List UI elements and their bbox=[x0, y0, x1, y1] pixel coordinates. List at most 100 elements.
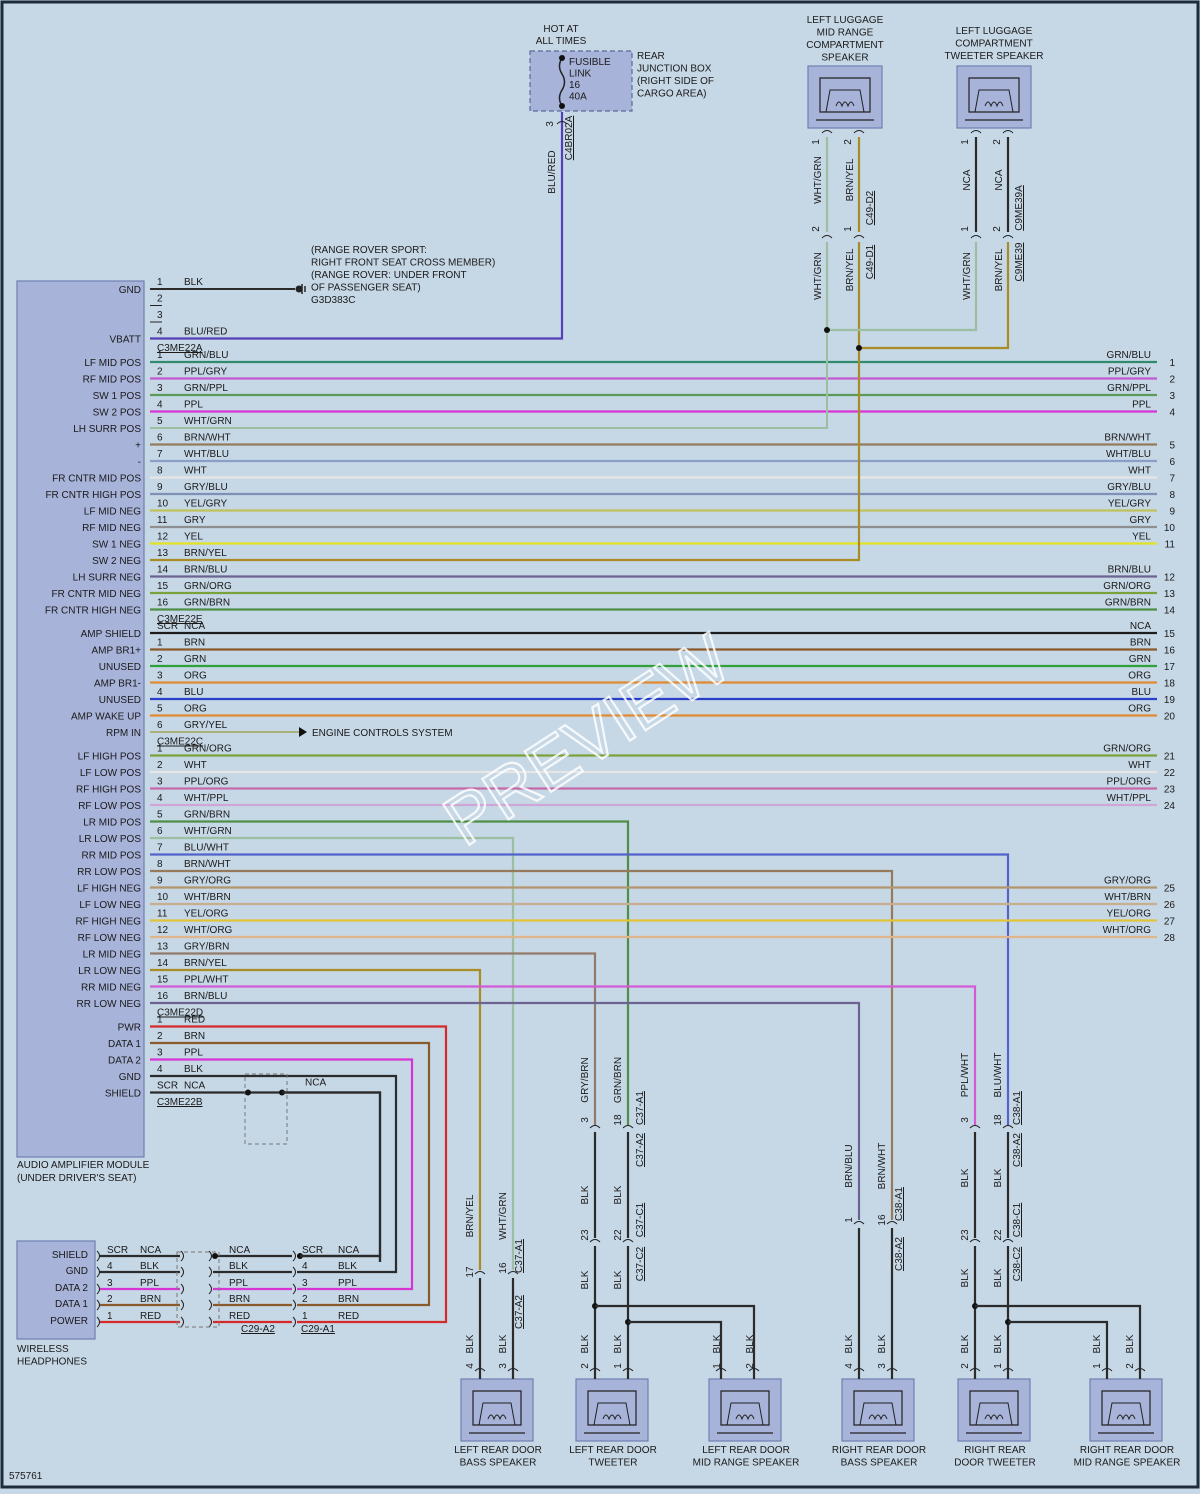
connector-id: C38-A1 bbox=[1012, 1091, 1023, 1125]
wire-color-label: WHT/BLU bbox=[1106, 449, 1151, 460]
pin-number: 12 bbox=[157, 532, 169, 543]
wire-color-label: BRN/WHT bbox=[184, 859, 231, 870]
wire-color-label: YEL bbox=[184, 532, 203, 543]
connector-chevron bbox=[589, 1368, 601, 1372]
pin-number: 3 bbox=[157, 671, 163, 682]
connector-id: C37-C2 bbox=[635, 1246, 646, 1281]
wire-color-label: 16 bbox=[498, 1262, 509, 1274]
connector-chevron bbox=[292, 1316, 296, 1328]
wire-color-label: BRN bbox=[184, 1031, 205, 1042]
connector-chevron bbox=[622, 1239, 634, 1243]
continuation-number: 12 bbox=[1164, 573, 1176, 584]
speaker-box bbox=[460, 1378, 534, 1442]
pin-number: 2 bbox=[107, 1294, 113, 1305]
wire-color-label: BLK bbox=[613, 1185, 624, 1204]
wire-color-label: BLK bbox=[712, 1334, 723, 1353]
wire-color-label: PPL bbox=[229, 1278, 248, 1289]
module-pin-label: RF LOW POS bbox=[78, 801, 141, 812]
wire-color-label: 2 bbox=[745, 1363, 756, 1369]
wire-color-label: NCA bbox=[305, 1078, 326, 1089]
continuation-number: 16 bbox=[1164, 646, 1176, 657]
wire-to-rear-door bbox=[150, 968, 482, 1125]
continuation-number: 11 bbox=[1165, 540, 1176, 551]
wire-color-label: 23 bbox=[960, 1229, 971, 1241]
wire-color-label: 4 bbox=[844, 1363, 855, 1369]
fuse-terminal bbox=[559, 55, 565, 61]
pin-number: 1 bbox=[960, 139, 971, 145]
connector-chevron bbox=[208, 1266, 212, 1278]
wire-color-label: NCA bbox=[140, 1245, 161, 1256]
wire-color-label: GRY/BLU bbox=[184, 482, 228, 493]
continuation-number: 2 bbox=[1169, 375, 1175, 386]
ground-location-note: (RANGE ROVER: UNDER FRONT bbox=[311, 270, 467, 281]
connector-chevron bbox=[96, 1250, 100, 1262]
module-pin-label: FR CNTR HIGH NEG bbox=[45, 606, 141, 617]
pin-number: 13 bbox=[157, 942, 169, 953]
module-pin-label: LF LOW POS bbox=[80, 768, 141, 779]
speaker-frame bbox=[587, 1390, 637, 1426]
speaker-cone bbox=[478, 1402, 516, 1426]
pin-number: 3 bbox=[107, 1278, 113, 1289]
wire-color-label: WHT bbox=[184, 466, 207, 477]
connector-chevron bbox=[507, 1368, 519, 1372]
module-pin-label: LR MID POS bbox=[83, 818, 141, 829]
wire-color-label: BLK bbox=[613, 1334, 624, 1353]
wire-color-label: BRN/BLU bbox=[844, 1144, 855, 1187]
speaker-box bbox=[807, 65, 883, 129]
wire-color-label: PPL/WHT bbox=[960, 1053, 971, 1097]
speaker-lead bbox=[595, 1304, 756, 1379]
module-pin-label: LF HIGH POS bbox=[78, 752, 142, 763]
wire-to-rear-door bbox=[150, 1001, 861, 1125]
continuation-number: 17 bbox=[1164, 662, 1176, 673]
wire-color-label: 22 bbox=[613, 1229, 624, 1241]
speaker-cone bbox=[726, 1402, 764, 1426]
wire-color-label: NCA bbox=[184, 1081, 205, 1092]
speaker-title: LEFT LUGGAGE bbox=[956, 26, 1033, 37]
pin-number: 14 bbox=[157, 565, 169, 576]
wire-to-rear-door bbox=[150, 853, 1010, 1125]
connector-chevron bbox=[474, 1368, 486, 1372]
wire-color-label: GRN/ORG bbox=[184, 581, 232, 592]
pin-number: 2 bbox=[157, 294, 163, 305]
wire-to-headphones bbox=[150, 1058, 414, 1262]
speaker-title: RIGHT REAR DOOR bbox=[832, 1445, 926, 1456]
module-pin-label: LH SURR POS bbox=[73, 424, 141, 435]
shield-symbol bbox=[244, 1073, 288, 1145]
pin-number: 6 bbox=[157, 433, 163, 444]
pin-number: 2 bbox=[992, 139, 1003, 145]
headphone-pin-label: POWER bbox=[50, 1316, 88, 1327]
fusible-link-label: FUSIBLE bbox=[569, 57, 611, 68]
speaker-box bbox=[957, 1378, 1031, 1442]
wire-color-label: 3 bbox=[877, 1363, 888, 1369]
wire-color-label: BLK bbox=[1125, 1334, 1136, 1353]
wire-color-label: RED bbox=[338, 1311, 359, 1322]
speaker-box bbox=[708, 1378, 782, 1442]
pin-number: 5 bbox=[157, 416, 163, 427]
connector-id: C3ME22A bbox=[157, 343, 203, 354]
pin-number: 11 bbox=[157, 515, 168, 526]
pin-number: 12 bbox=[157, 925, 169, 936]
wire-color-label: GRY/ORG bbox=[184, 876, 231, 887]
module-pin-label: RF LOW NEG bbox=[78, 933, 142, 944]
wire-color-label: WHT/GRN bbox=[813, 156, 824, 204]
pin-number: 14 bbox=[157, 958, 169, 969]
hot-at-all-times: HOT AT bbox=[543, 24, 578, 35]
ground-id: G3D383C bbox=[311, 295, 355, 306]
speaker-coil bbox=[835, 101, 855, 108]
wire-color-label: GRN/ORG bbox=[1103, 581, 1151, 592]
connector-chevron bbox=[180, 1250, 184, 1262]
wire-color-label: GRN/BRN bbox=[184, 598, 230, 609]
wire-color-label: GRN/BRN bbox=[184, 810, 230, 821]
connector-id: C3ME22B bbox=[157, 1097, 203, 1108]
junction-box-location: (RIGHT SIDE OF bbox=[637, 76, 714, 87]
wire-color-label: BRN/YEL bbox=[465, 1194, 476, 1237]
wire-color-label: PPL/ORG bbox=[184, 777, 229, 788]
wire-color-label: 4 bbox=[465, 1363, 476, 1369]
wire-to-rear-door bbox=[150, 869, 894, 1125]
connector-chevron bbox=[180, 1316, 184, 1328]
pin-number: 2 bbox=[157, 760, 163, 771]
wire-color-label: YEL/ORG bbox=[184, 909, 229, 920]
module-pin-label: LH SURR NEG bbox=[73, 573, 142, 584]
fusible-link-label: 40A bbox=[569, 92, 587, 103]
pin-number: 1 bbox=[811, 139, 822, 145]
